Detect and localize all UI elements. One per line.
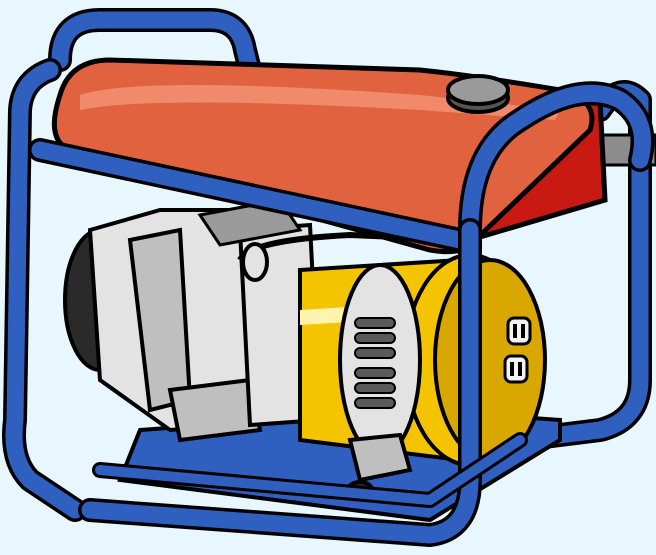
vent-grille [338,263,422,457]
power-outlet-icon [503,316,532,384]
fuel-tank [51,57,608,255]
front-frame [2,58,655,547]
